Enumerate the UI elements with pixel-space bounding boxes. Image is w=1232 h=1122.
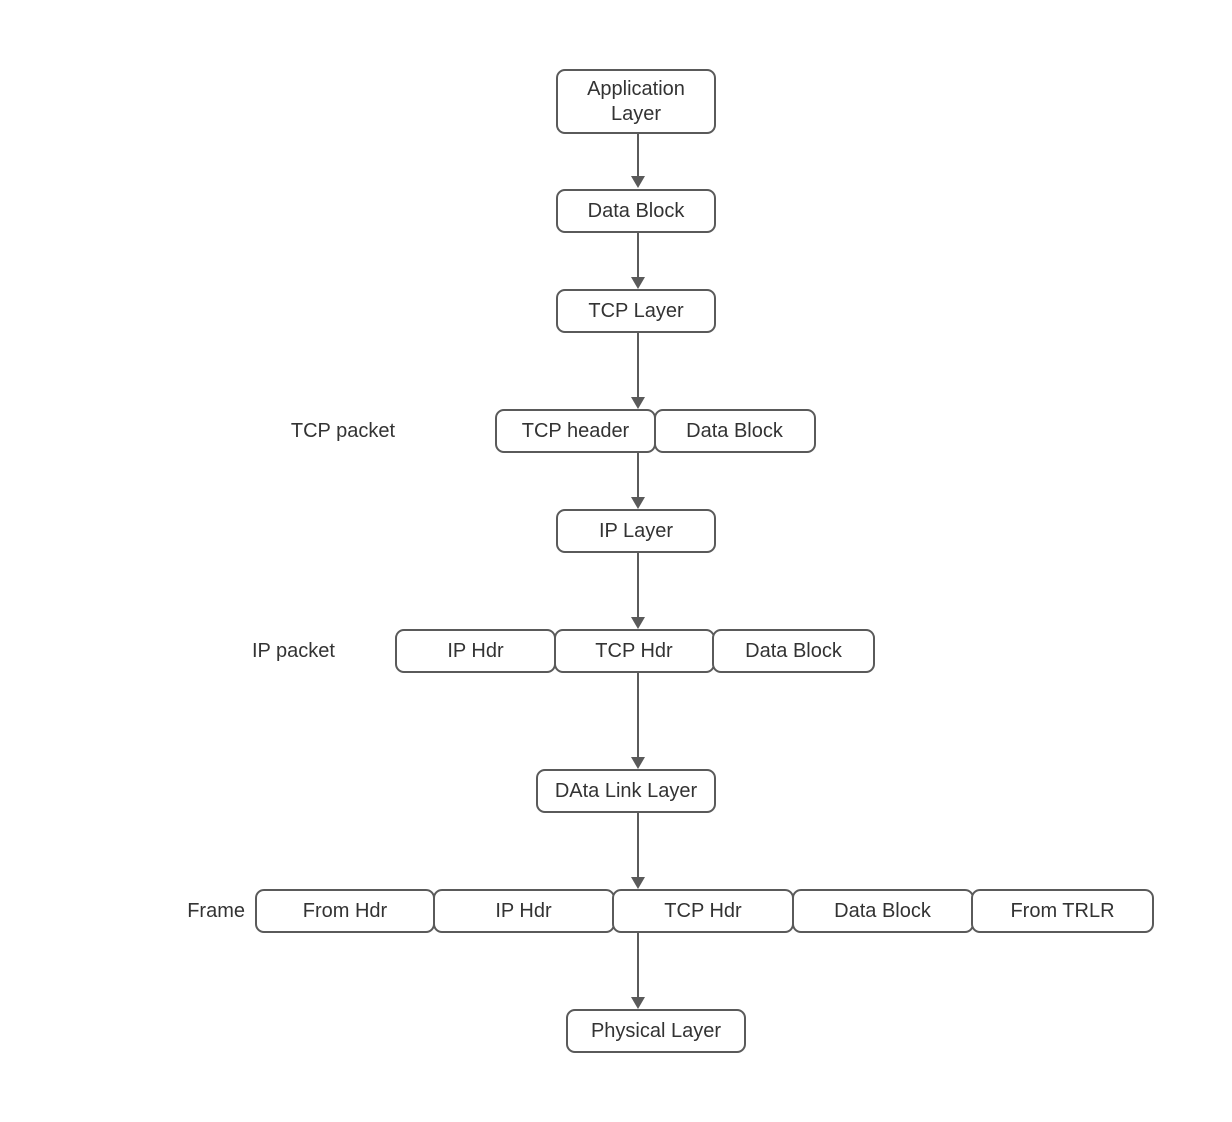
segment-tcp-hdr: TCP Hdr <box>553 629 715 673</box>
connector-application-to-data-block <box>631 134 645 188</box>
segment-data-block: Data Block <box>712 629 875 673</box>
row-label-ip-packet: IP packet <box>251 639 335 662</box>
connector-ip-packet-to-data-link-layer <box>631 673 645 769</box>
node-tcp-layer: TCP Layer <box>556 289 716 333</box>
node-application-layer: Application Layer <box>556 69 716 134</box>
segment-from-hdr: From Hdr <box>255 889 435 933</box>
segment-tcp-header: TCP header <box>495 409 656 453</box>
row-label-frame: Frame <box>187 899 245 922</box>
row-frame: From Hdr IP Hdr TCP Hdr Data Block From … <box>255 889 1154 933</box>
segment-data-block: Data Block <box>791 889 974 933</box>
node-physical-layer: Physical Layer <box>566 1009 746 1053</box>
row-tcp-packet: TCP header Data Block <box>495 409 816 453</box>
connector-data-link-layer-to-frame <box>631 813 645 889</box>
connector-tcp-packet-to-ip-layer <box>631 453 645 509</box>
segment-ip-hdr: IP Hdr <box>432 889 615 933</box>
segment-data-block: Data Block <box>653 409 816 453</box>
connector-ip-layer-to-ip-packet <box>631 553 645 629</box>
segment-tcp-hdr: TCP Hdr <box>612 889 794 933</box>
segment-from-trlr: From TRLR <box>971 889 1154 933</box>
connector-tcp-layer-to-tcp-packet <box>631 333 645 409</box>
node-ip-layer: IP Layer <box>556 509 716 553</box>
connector-data-block-to-tcp-layer <box>631 233 645 289</box>
row-ip-packet: IP Hdr TCP Hdr Data Block <box>395 629 875 673</box>
connector-frame-to-physical-layer <box>631 933 645 1009</box>
node-data-block: Data Block <box>556 189 716 233</box>
segment-ip-hdr: IP Hdr <box>395 629 556 673</box>
node-data-link-layer: DAta Link Layer <box>536 769 716 813</box>
row-label-tcp-packet: TCP packet <box>290 419 395 442</box>
